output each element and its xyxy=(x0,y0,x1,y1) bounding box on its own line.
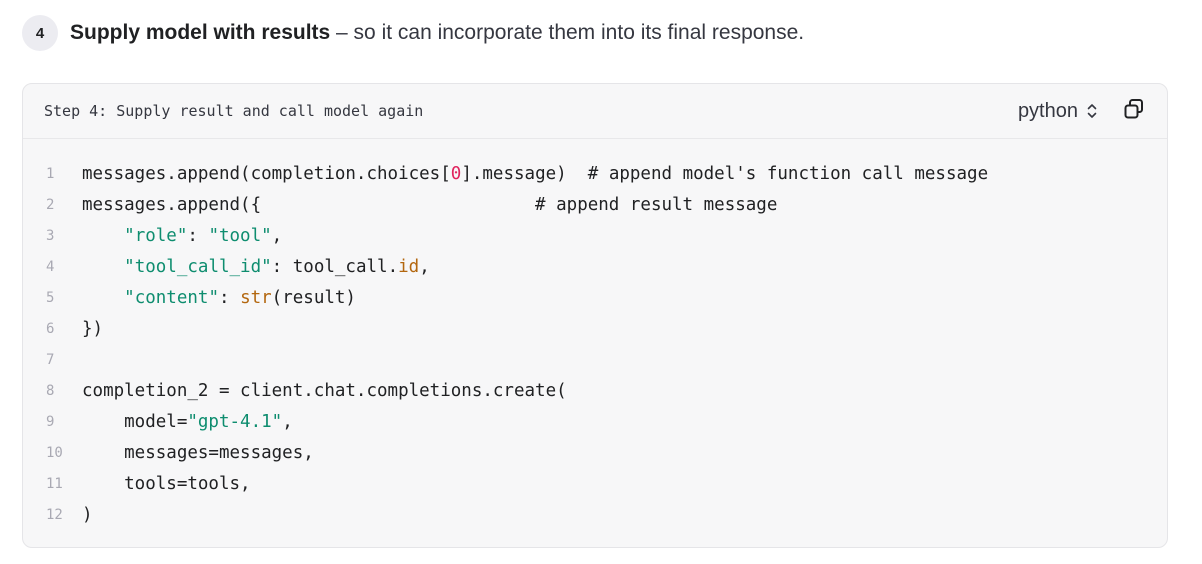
code-token: str xyxy=(240,288,272,308)
line-number: 4 xyxy=(46,259,55,275)
code-line: 9 model="gpt-4.1", xyxy=(23,407,1167,438)
code-line: 3 "role": "tool", xyxy=(23,221,1167,252)
code-token: : tool_call. xyxy=(271,257,399,277)
code-token: # append model's function call message xyxy=(587,164,989,184)
language-label: python xyxy=(1017,99,1078,122)
code-token: , xyxy=(282,412,293,432)
code-line: 12) xyxy=(23,500,1167,531)
code-text: }) xyxy=(82,314,103,345)
code-content: 1 messages.append(completion.choices[0].m… xyxy=(23,139,1167,531)
line-number: 7 xyxy=(46,352,55,368)
line-number: 5 xyxy=(46,290,55,306)
code-line: 8 completion_2 = client.chat.completions.… xyxy=(23,376,1167,407)
code-line: 5 "content": str(result) xyxy=(23,283,1167,314)
line-number: 12 xyxy=(46,507,63,523)
line-number: 10 xyxy=(46,445,63,461)
code-line: 1 messages.append(completion.choices[0].m… xyxy=(23,159,1167,190)
code-token: (result) xyxy=(271,288,356,308)
code-token: messages.append(completion.choices[ xyxy=(82,164,451,184)
chevron-up-down-icon xyxy=(1086,102,1098,120)
code-line: 6}) xyxy=(23,314,1167,345)
code-text: "tool_call_id": tool_call.id, xyxy=(82,252,430,283)
code-toolbar: Step 4: Supply result and call model aga… xyxy=(23,84,1167,139)
line-number: 11 xyxy=(46,476,63,492)
line-number: 8 xyxy=(46,383,55,399)
step-text: Supply model with results – so it can in… xyxy=(70,15,804,51)
code-line: 11 tools=tools, xyxy=(23,469,1167,500)
step-header: 4 Supply model with results – so it can … xyxy=(22,15,804,51)
code-token: }) xyxy=(82,319,104,339)
code-token: ].message) xyxy=(461,164,588,184)
line-number: 3 xyxy=(46,228,55,244)
code-token: , xyxy=(271,226,283,246)
code-token: model= xyxy=(82,412,188,432)
code-token: "tool" xyxy=(208,226,272,246)
code-token: 0 xyxy=(450,164,462,184)
code-token: tools=tools, xyxy=(82,474,251,494)
code-token: , xyxy=(419,257,430,277)
step-number-badge: 4 xyxy=(22,15,58,51)
line-number: 6 xyxy=(46,321,55,337)
code-block: Step 4: Supply result and call model aga… xyxy=(22,83,1168,548)
code-token xyxy=(82,257,124,277)
code-text: tools=tools, xyxy=(82,469,251,500)
code-text: "content": str(result) xyxy=(82,283,356,314)
language-select[interactable]: python xyxy=(1018,100,1098,123)
code-line: 4 "tool_call_id": tool_call.id, xyxy=(23,252,1167,283)
copy-icon xyxy=(1123,98,1145,125)
code-token: "role" xyxy=(124,226,188,246)
code-token xyxy=(82,226,124,246)
code-line: 7 xyxy=(23,345,1167,376)
line-number: 9 xyxy=(46,414,55,430)
code-text: messages.append({ # append result messag… xyxy=(82,190,777,221)
line-number: 2 xyxy=(46,197,55,213)
code-token: ) xyxy=(82,505,93,525)
code-token: # append result message xyxy=(535,195,778,215)
code-text: messages.append(completion.choices[0].me… xyxy=(82,159,988,190)
code-text: completion_2 = client.chat.completions.c… xyxy=(82,376,567,407)
code-toolbar-actions: python xyxy=(1018,98,1145,125)
code-line: 10 messages=messages, xyxy=(23,438,1167,469)
code-token: : xyxy=(187,226,209,246)
code-text: "role": "tool", xyxy=(82,221,282,252)
code-token: messages.append({ xyxy=(82,195,536,215)
code-token: messages=messages, xyxy=(82,443,314,463)
code-block-title: Step 4: Supply result and call model aga… xyxy=(44,102,424,120)
step-title: Supply model with results xyxy=(70,21,331,44)
code-text: ) xyxy=(82,500,93,531)
copy-button[interactable] xyxy=(1123,98,1145,125)
code-token xyxy=(82,288,124,308)
code-text: messages=messages, xyxy=(82,438,314,469)
code-token: "content" xyxy=(124,288,219,308)
line-number: 1 xyxy=(46,166,55,182)
code-token: id xyxy=(398,257,420,277)
step-description: – so it can incorporate them into its fi… xyxy=(330,21,805,44)
code-text: model="gpt-4.1", xyxy=(82,407,293,438)
code-token: "gpt-4.1" xyxy=(187,412,283,432)
code-token: "tool_call_id" xyxy=(124,257,272,277)
code-token: completion_2 = client.chat.completions.c… xyxy=(82,381,567,401)
code-line: 2 messages.append({ # append result messa… xyxy=(23,190,1167,221)
code-token: : xyxy=(218,288,241,308)
